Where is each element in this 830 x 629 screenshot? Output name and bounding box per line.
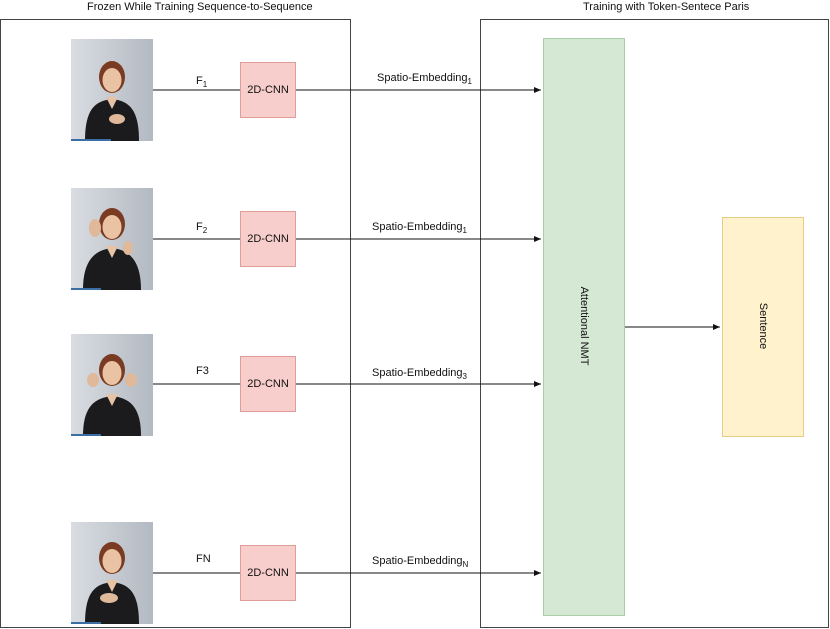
right-panel bbox=[480, 19, 829, 628]
cnn-box-3: 2D-CNN bbox=[240, 356, 296, 412]
attentional-nmt-label: Attentional NMT bbox=[578, 286, 590, 366]
sentence-box bbox=[722, 217, 804, 437]
embedding-label-3: Spatio-Embedding3 bbox=[372, 367, 467, 382]
signer-person-icon bbox=[83, 208, 141, 290]
embedding-label-1: Spatio-Embedding1 bbox=[377, 72, 472, 87]
attentional-nmt-box bbox=[543, 38, 625, 616]
frame-label-2: F2 bbox=[196, 221, 208, 236]
left-panel bbox=[0, 19, 351, 628]
frame-label-4: FN bbox=[196, 553, 211, 565]
video-frame-1 bbox=[71, 39, 153, 141]
cnn-box-4: 2D-CNN bbox=[240, 545, 296, 601]
frame-label-1: F1 bbox=[196, 75, 208, 90]
frame-label-3: F3 bbox=[196, 365, 209, 377]
signer-person-icon bbox=[83, 354, 141, 436]
cnn-box-1: 2D-CNN bbox=[240, 62, 296, 118]
signer-person-icon bbox=[85, 61, 139, 141]
video-frame-4 bbox=[71, 522, 153, 624]
video-frame-3 bbox=[71, 334, 153, 436]
signer-person-icon bbox=[85, 542, 139, 624]
left-panel-title: Frozen While Training Sequence-to-Sequen… bbox=[87, 1, 313, 13]
embedding-label-4: Spatio-EmbeddingN bbox=[372, 555, 469, 570]
embedding-label-2: Spatio-Embedding1 bbox=[372, 221, 467, 236]
video-frame-2 bbox=[71, 188, 153, 290]
sentence-label: Sentence bbox=[757, 302, 769, 350]
right-panel-title: Training with Token-Sentece Paris bbox=[583, 1, 750, 13]
cnn-box-2: 2D-CNN bbox=[240, 211, 296, 267]
